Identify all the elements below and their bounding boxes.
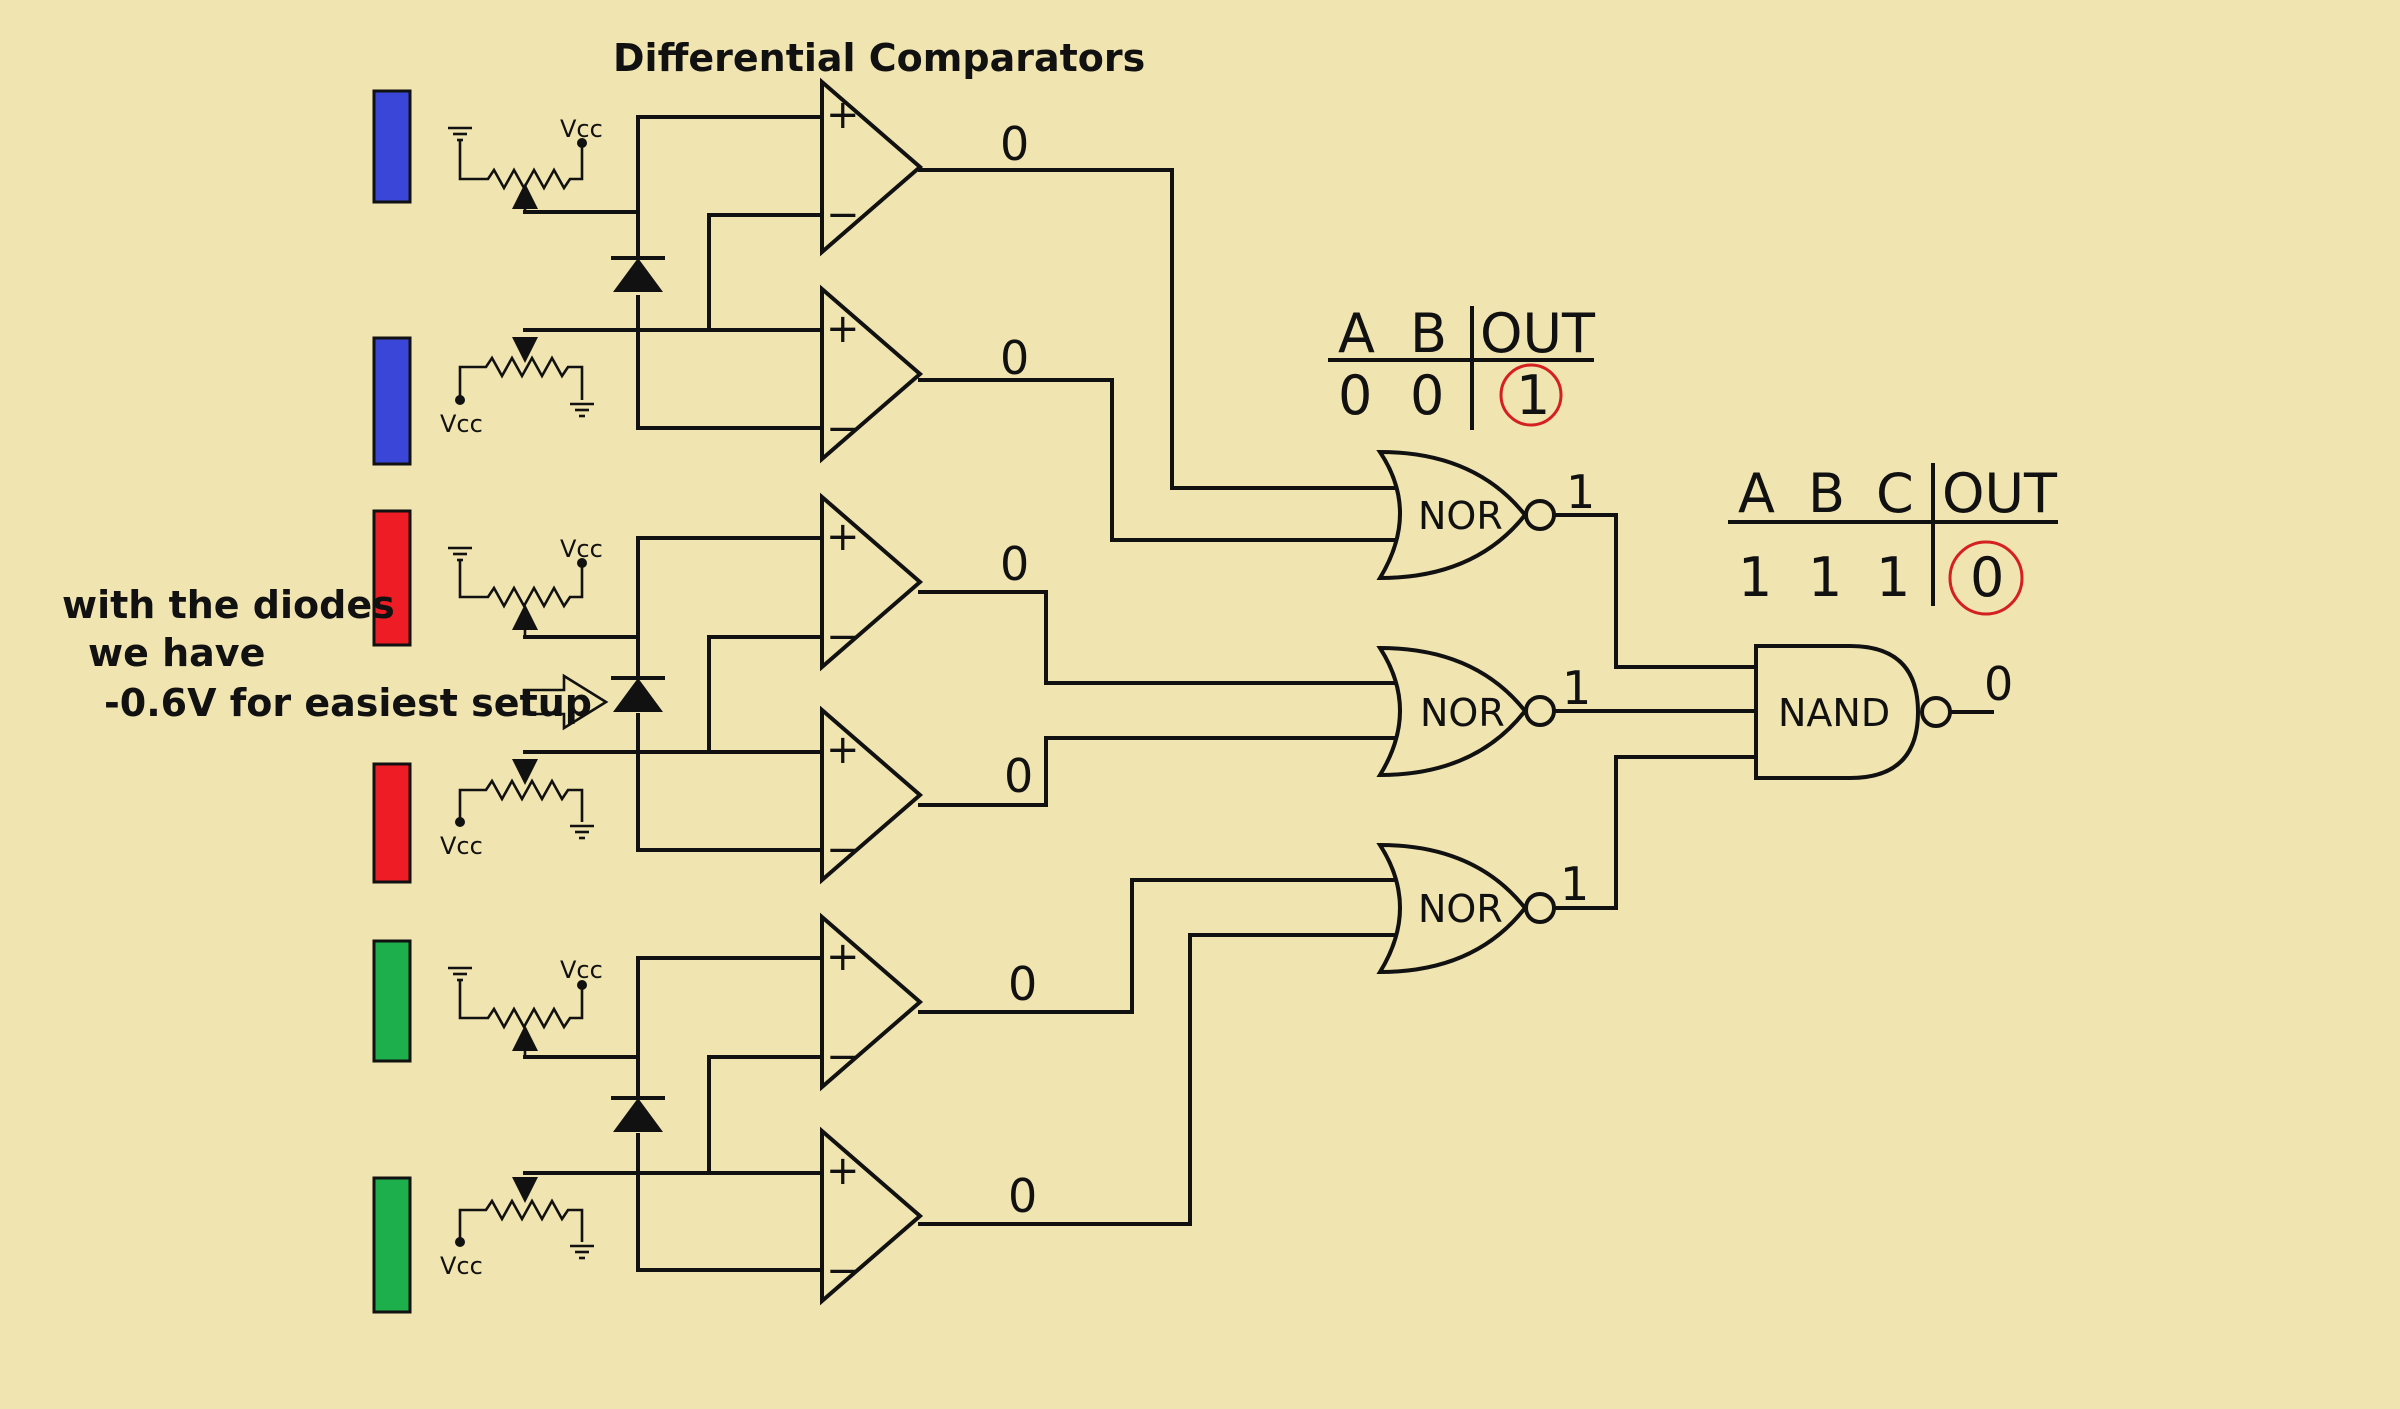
nand-output: 0 bbox=[1984, 657, 2013, 711]
comparator-6: + − bbox=[820, 1129, 922, 1303]
svg-text:−: − bbox=[826, 1034, 860, 1080]
diode-3 bbox=[611, 1096, 665, 1132]
svg-text:0: 0 bbox=[1338, 364, 1372, 427]
svg-text:−: − bbox=[826, 192, 860, 238]
potentiometer-6: Vcc bbox=[440, 1177, 594, 1280]
svg-text:+: + bbox=[826, 727, 860, 773]
svg-text:Vcc: Vcc bbox=[440, 1252, 483, 1280]
nor-2-output: 1 bbox=[1562, 661, 1591, 715]
svg-text:+: + bbox=[826, 306, 860, 352]
svg-text:Vcc: Vcc bbox=[440, 832, 483, 860]
comparator-5-output: 0 bbox=[1008, 957, 1037, 1011]
svg-text:1: 1 bbox=[1808, 546, 1842, 609]
nor-output-values: 1 1 1 bbox=[1560, 465, 1595, 911]
svg-text:Vcc: Vcc bbox=[560, 535, 603, 563]
svg-text:B: B bbox=[1410, 302, 1447, 365]
svg-text:+: + bbox=[826, 514, 860, 560]
svg-text:A: A bbox=[1338, 302, 1375, 365]
svg-text:−: − bbox=[826, 614, 860, 660]
nor-output-wiring bbox=[1552, 513, 1758, 910]
svg-text:OUT: OUT bbox=[1942, 462, 2058, 525]
sensor-bars bbox=[372, 89, 412, 1314]
svg-text:Vcc: Vcc bbox=[560, 956, 603, 984]
svg-text:NOR: NOR bbox=[1418, 494, 1503, 538]
comparator-2-output: 0 bbox=[1000, 331, 1029, 385]
nor-output-highlight bbox=[1499, 363, 1563, 427]
sensor-bar-red-2 bbox=[372, 762, 412, 884]
svg-text:with the diodes: with the diodes bbox=[62, 583, 395, 627]
comparator-1: + − bbox=[820, 80, 922, 254]
nand-gate: NAND 0 bbox=[1754, 644, 2013, 780]
input-wiring bbox=[523, 115, 824, 1272]
potentiometer-2: Vcc bbox=[440, 337, 594, 438]
svg-text:OUT: OUT bbox=[1480, 302, 1596, 365]
potentiometer-1: Vcc bbox=[448, 115, 603, 212]
comparator-output-values: 0 0 0 0 0 0 bbox=[1000, 117, 1037, 1223]
svg-text:+: + bbox=[826, 1148, 860, 1194]
nor-gate-3: NOR bbox=[1376, 842, 1556, 975]
svg-text:NAND: NAND bbox=[1778, 691, 1890, 735]
svg-text:-0.6V for easiest setup: -0.6V for easiest setup bbox=[104, 681, 592, 725]
svg-text:0: 0 bbox=[1410, 364, 1444, 427]
svg-text:C: C bbox=[1876, 462, 1914, 525]
svg-text:+: + bbox=[826, 934, 860, 980]
diode-note: with the diodes we have -0.6V for easies… bbox=[62, 583, 609, 731]
svg-text:1: 1 bbox=[1738, 546, 1772, 609]
svg-text:−: − bbox=[826, 406, 860, 452]
svg-text:NOR: NOR bbox=[1420, 691, 1505, 735]
sensor-bar-green-2 bbox=[372, 1176, 412, 1314]
diode-1 bbox=[611, 256, 665, 292]
sensor-bar-green-1 bbox=[372, 939, 412, 1063]
comparator-6-output: 0 bbox=[1008, 1169, 1037, 1223]
svg-text:we have: we have bbox=[88, 631, 265, 675]
nor-truth-table: A B OUT 0 0 1 bbox=[1328, 302, 1596, 430]
svg-text:−: − bbox=[826, 1248, 860, 1294]
svg-text:1: 1 bbox=[1516, 364, 1550, 427]
svg-text:−: − bbox=[826, 827, 860, 873]
diagram-title: Differential Comparators bbox=[613, 36, 1145, 80]
nand-output-highlight bbox=[1948, 540, 2024, 616]
potentiometer-3: Vcc bbox=[448, 535, 603, 637]
comparator-2: + − bbox=[820, 287, 922, 461]
comparator-3-output: 0 bbox=[1000, 537, 1029, 591]
nor-1-output: 1 bbox=[1566, 465, 1595, 519]
svg-text:NOR: NOR bbox=[1418, 887, 1503, 931]
nor-3-output: 1 bbox=[1560, 857, 1589, 911]
svg-text:1: 1 bbox=[1876, 546, 1910, 609]
hollow-arrow-icon bbox=[522, 673, 609, 731]
svg-text:+: + bbox=[826, 92, 860, 138]
comparator-3: + − bbox=[820, 495, 922, 669]
potentiometer-4: Vcc bbox=[440, 759, 594, 860]
sensor-bar-blue-2 bbox=[372, 336, 412, 466]
svg-text:B: B bbox=[1808, 462, 1845, 525]
svg-text:Vcc: Vcc bbox=[440, 410, 483, 438]
nand-truth-table: A B C OUT 1 1 1 0 bbox=[1728, 462, 2058, 616]
svg-text:0: 0 bbox=[1970, 546, 2004, 609]
svg-text:A: A bbox=[1738, 462, 1775, 525]
svg-text:Vcc: Vcc bbox=[560, 115, 603, 143]
comparator-1-output: 0 bbox=[1000, 117, 1029, 171]
sensor-bar-blue-1 bbox=[372, 89, 412, 204]
comparator-4-output: 0 bbox=[1004, 749, 1033, 803]
comparator-output-wiring bbox=[918, 168, 1402, 1226]
nor-gate-1: NOR bbox=[1376, 449, 1556, 581]
diode-2 bbox=[611, 676, 665, 712]
nor-gate-2: NOR bbox=[1376, 645, 1556, 778]
comparator-4: + − bbox=[820, 708, 922, 882]
comparator-5: + − bbox=[820, 915, 922, 1089]
sensor-bar-red-1 bbox=[372, 509, 412, 647]
potentiometer-5: Vcc bbox=[448, 956, 603, 1057]
